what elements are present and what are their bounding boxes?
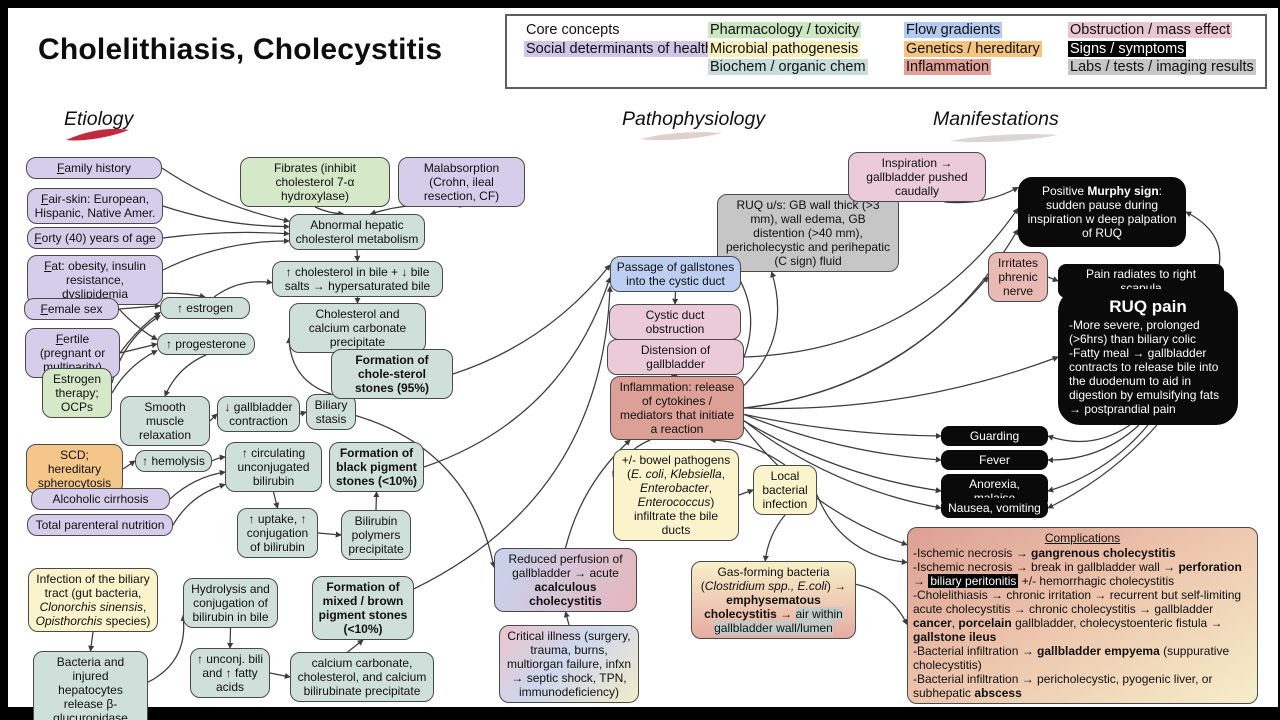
- node-increased-estrogen: ↑ estrogen: [160, 297, 250, 320]
- legend-item: Biochem / organic chem: [708, 59, 868, 75]
- node-unconjugated-bili-fatty-acids: ↑ unconj. bili and ↑ fatty acids: [190, 648, 270, 699]
- legend-item: Genetics / hereditary: [904, 40, 1042, 57]
- node-fibrates: Fibrates (inhibit cholesterol 7-α hydrox…: [240, 157, 390, 208]
- legend-item: Microbial pathogenesis: [708, 40, 861, 57]
- node-emphysematous-cholecystitis: Gas-forming bacteria (Clostridium spp., …: [691, 561, 856, 640]
- node-forty-years: Forty (40) years of age: [27, 227, 163, 250]
- node-hypersaturated-bile: ↑ cholesterol in bile + ↓ bile salts → h…: [272, 261, 443, 298]
- node-acalculous-cholecystitis: Reduced perfusion of gallbladder → acute…: [494, 548, 637, 613]
- node-abnormal-hepatic-cholesterol-metabolism: Abnormal hepatic cholesterol metabolism: [289, 214, 425, 251]
- node-fat-obesity: Fat: obesity, insulin resistance, dyslip…: [27, 255, 163, 306]
- node-fair-skin: Fair-skin: European, Hispanic, Native Am…: [27, 188, 163, 225]
- node-local-bacterial-infection: Local bacterial infection: [753, 465, 817, 516]
- section-header-etiology: Etiology: [64, 108, 134, 130]
- node-cystic-duct-obstruction: Cystic duct obstruction: [609, 304, 741, 341]
- node-biliary-stasis: Biliary stasis: [306, 394, 356, 431]
- node-irritates-phrenic-nerve: Irritates phrenic nerve: [988, 252, 1048, 303]
- node-passage-gallstones-cystic-duct: Passage of gallstones into the cystic du…: [610, 256, 741, 293]
- node-decreased-gallbladder-contraction: ↓ gallbladder contraction: [217, 396, 300, 433]
- node-guarding: Guarding: [941, 426, 1048, 447]
- node-murphy-sign: Positive Murphy sign: sudden pause durin…: [1018, 177, 1186, 248]
- node-distension-of-gallbladder: Distension of gallbladder: [607, 339, 744, 376]
- node-circulating-unconjugated-bilirubin: ↑ circulating unconjugated bilirubin: [225, 442, 322, 493]
- node-increased-hemolysis: ↑ hemolysis: [135, 450, 212, 473]
- legend-item: Signs / symptoms: [1068, 40, 1187, 57]
- node-inspiration-gallbladder-caudal: Inspiration → gallbladder pushed caudall…: [848, 152, 986, 203]
- legend-item: Inflammation: [904, 59, 992, 75]
- node-complications: Complications-Ischemic necrosis → gangre…: [907, 527, 1258, 705]
- node-scd-spherocytosis: SCD; hereditary spherocytosis: [26, 444, 123, 495]
- node-formation-mixed-brown-stones: Formation of mixed / brown pigment stone…: [312, 576, 414, 641]
- node-nausea-vomiting: Nausea, vomiting: [941, 498, 1048, 519]
- legend-item: Labs / tests / imaging results: [1068, 59, 1256, 75]
- node-increased-progesterone: ↑ progesterone: [157, 333, 255, 356]
- node-calcium-bilirubinate-precipitate: calcium carbonate, cholesterol, and calc…: [290, 652, 434, 703]
- node-infection-biliary-tract: Infection of the biliary tract (gut bact…: [28, 568, 158, 633]
- legend-item: Flow gradients: [904, 22, 1003, 38]
- legend-item: Obstruction / mass effect: [1068, 22, 1233, 38]
- node-malabsorption: Malabsorption (Crohn, ileal resection, C…: [398, 157, 525, 208]
- node-bacteria-release-glucuronidase: Bacteria and injured hepatocytes release…: [33, 651, 148, 720]
- legend-item: Pharmacology / toxicity: [708, 22, 862, 38]
- node-alcoholic-cirrhosis: Alcoholic cirrhosis: [31, 488, 170, 511]
- legend-item: Core concepts: [526, 22, 620, 38]
- section-header-pathophysiology: Pathophysiology: [622, 108, 766, 130]
- node-formation-black-pigment-stones: Formation of black pigment stones (<10%): [329, 442, 424, 493]
- node-formation-cholesterol-stones: Formation of chole-sterol stones (95%): [331, 349, 453, 400]
- node-ruq-pain: RUQ pain-More severe, prolonged (>6hrs) …: [1058, 289, 1238, 426]
- node-fever: Fever: [941, 450, 1048, 471]
- section-header-manifestations: Manifestations: [933, 108, 1059, 130]
- node-critical-illness: Critical illness (surgery, trauma, burns…: [499, 625, 639, 704]
- node-hydrolysis-conjugation-bile: Hydrolysis and conjugation of bilirubin …: [183, 578, 278, 629]
- node-total-parenteral-nutrition: Total parenteral nutrition: [27, 514, 173, 537]
- node-family-history: Family history: [26, 157, 162, 180]
- node-cholesterol-calcium-carbonate-precipitate: Cholesterol and calcium carbonate precip…: [289, 303, 426, 354]
- node-estrogen-therapy-ocps: Estrogen therapy; OCPs: [42, 368, 112, 419]
- node-uptake-conjugation-bilirubin: ↑ uptake, ↑ conjugation of bilirubin: [237, 508, 318, 559]
- node-bilirubin-polymers-precipitate: Bilirubin polymers precipitate: [341, 510, 411, 561]
- page-title: Cholelithiasis, Cholecystitis: [38, 33, 443, 66]
- node-female-sex: Female sex: [24, 298, 119, 321]
- node-inflammation-cytokines: Inflammation: release of cytokines / med…: [610, 376, 744, 441]
- node-bowel-pathogens-infiltrate: +/- bowel pathogens (E. coli, Klebsiella…: [613, 449, 739, 542]
- node-ruq-ultrasound-findings: RUQ u/s: GB wall thick (>3 mm), wall ede…: [717, 194, 899, 273]
- node-smooth-muscle-relaxation: Smooth muscle relaxation: [120, 396, 210, 447]
